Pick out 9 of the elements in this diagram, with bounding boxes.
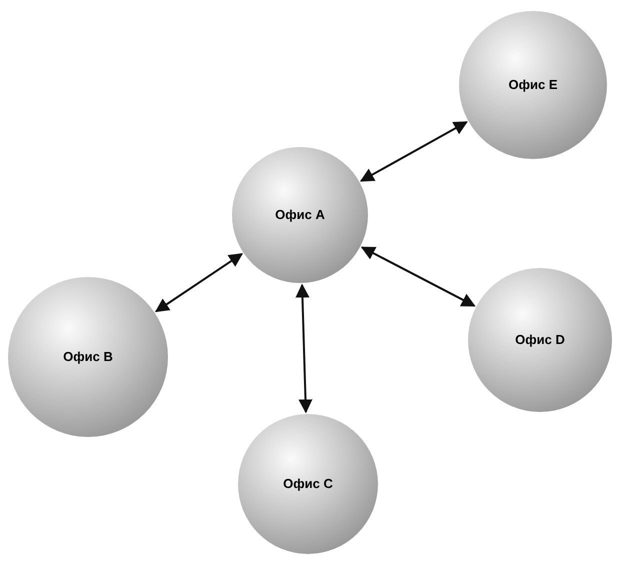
double-arrow [360,121,468,182]
office-label: Офис C [283,475,333,494]
office-label: Офис E [508,76,558,94]
double-arrow [295,284,312,414]
double-arrow [360,246,476,307]
office-label: Офис A [275,206,325,224]
office-label: Офис D [515,331,565,350]
office-label: Офис B [63,348,113,366]
double-arrow [154,253,243,312]
